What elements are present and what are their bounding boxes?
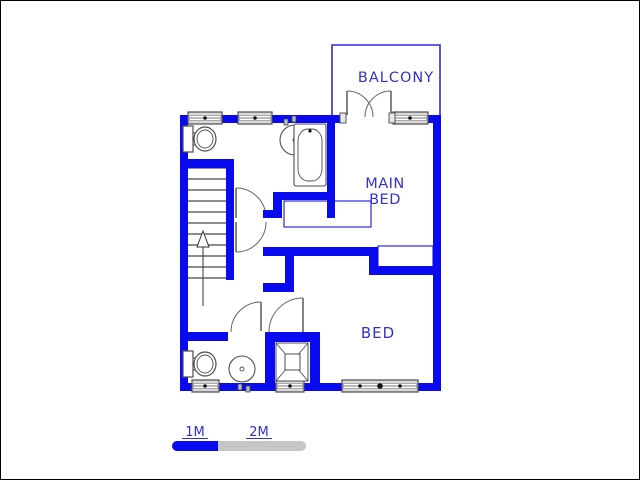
wall-segment	[310, 332, 320, 391]
door-arc	[235, 221, 267, 253]
room-label-balcony: BALCONY	[358, 70, 434, 86]
window-dot	[203, 384, 207, 388]
window-dot	[253, 116, 257, 120]
toilet-bowl-inner	[196, 129, 214, 149]
sink-basin	[228, 355, 256, 383]
window-symbol	[187, 111, 223, 125]
door-swing	[268, 297, 304, 333]
window-dot	[288, 384, 292, 388]
wall-segment	[285, 247, 294, 292]
wall-segment	[180, 115, 188, 391]
window-symbol	[237, 111, 273, 125]
door-post	[339, 112, 347, 124]
window-dot	[203, 116, 207, 120]
wall-segment	[273, 192, 282, 218]
balcony-door-swing	[346, 90, 392, 118]
window-symbol	[341, 379, 419, 393]
sink-tap	[283, 118, 289, 126]
sink-drain	[239, 366, 245, 372]
door-post	[388, 112, 396, 124]
wall-segment	[188, 332, 228, 341]
cupboard-outline	[377, 245, 434, 268]
window-dot	[408, 116, 412, 120]
bathtub-drain	[308, 129, 312, 133]
wall-segment	[180, 159, 234, 168]
door-arc	[364, 90, 392, 118]
stair-direction-arrow	[196, 229, 210, 306]
shower-drain-plate	[284, 353, 301, 371]
wall-segment	[265, 332, 275, 391]
wall-segment	[433, 115, 441, 391]
window-symbol	[275, 379, 305, 393]
sink-tap	[245, 385, 251, 393]
wall-segment	[369, 266, 441, 275]
bathtub-basin	[297, 128, 323, 182]
window-dot	[358, 384, 362, 388]
toilet-cistern	[182, 350, 194, 378]
door-swing	[235, 187, 267, 219]
shower-symbol	[275, 342, 309, 382]
arrow-head	[196, 229, 210, 248]
scale-label-2m: 2M	[249, 425, 269, 440]
scale-bar: 1M 2M	[172, 425, 306, 451]
room-label-bed: BED	[361, 324, 395, 342]
wall-segment	[265, 332, 320, 342]
window-dot	[377, 383, 383, 389]
toilet-symbol	[182, 125, 217, 153]
room-label-main-bed-line2: BED	[369, 192, 401, 208]
wall-segment	[369, 247, 378, 275]
sink-tap	[291, 115, 297, 123]
wall-segment	[263, 247, 378, 256]
door-arc	[235, 187, 267, 219]
window-symbol	[191, 379, 220, 393]
wall-segment	[327, 115, 335, 218]
door-swing	[230, 301, 262, 333]
bathtub-symbol	[293, 123, 327, 187]
sink-symbol	[228, 355, 256, 393]
toilet-bowl-inner	[196, 354, 214, 374]
sink-tap	[237, 383, 243, 391]
toilet-cistern	[182, 125, 194, 153]
door-arc	[230, 301, 262, 333]
toilet-symbol	[182, 350, 217, 378]
wall-segment	[263, 210, 282, 218]
room-label-main-bed-line1: MAIN	[365, 176, 405, 192]
scale-bar-filled-end	[192, 441, 218, 451]
wall-segment	[273, 192, 335, 200]
door-arc	[268, 297, 304, 333]
wall-segment	[226, 159, 234, 280]
door-swing	[235, 221, 267, 253]
window-symbol	[392, 111, 429, 125]
wall-segment	[263, 283, 294, 292]
balcony-outline	[331, 44, 441, 115]
staircase	[188, 167, 226, 279]
window-dot	[398, 384, 402, 388]
door-arc	[346, 90, 374, 118]
scale-label-1m: 1M	[185, 425, 205, 440]
